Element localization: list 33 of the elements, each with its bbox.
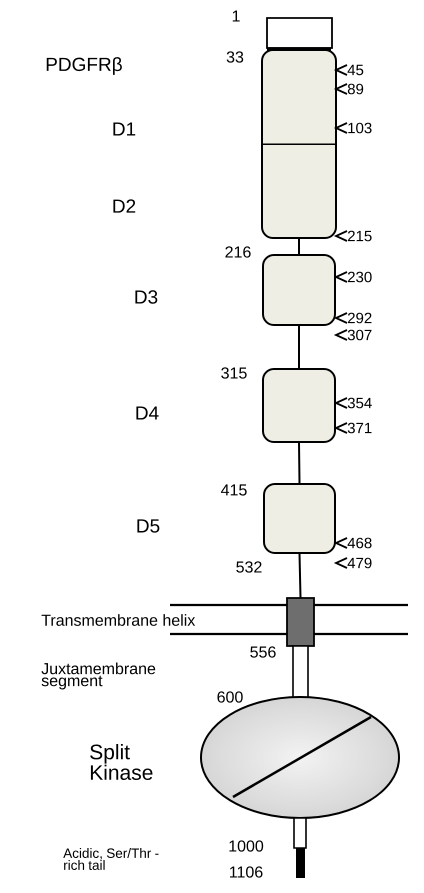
- region-label: Acidic, Ser/Thr -rich tail: [63, 848, 158, 870]
- residue-number: 600: [217, 691, 243, 703]
- residue-number: 415: [221, 484, 247, 496]
- residue-number: 315: [221, 367, 247, 379]
- residue-number: 33: [226, 51, 244, 63]
- domain-label: D5: [137, 519, 160, 533]
- domain-label: D4: [136, 406, 159, 420]
- linker-line: [298, 553, 302, 598]
- residue-number: 532: [236, 561, 262, 573]
- region-label: Juxtamembrane segment: [41, 662, 156, 690]
- residue-number: 1000: [229, 840, 264, 852]
- domain-label: D1: [113, 122, 136, 136]
- domain-box: [261, 47, 337, 146]
- linker-line: [298, 442, 300, 484]
- domain-box: [262, 254, 336, 326]
- domain-label: D3: [135, 290, 158, 304]
- residue-number: 1: [232, 10, 240, 22]
- signal-peptide-box: [266, 17, 333, 49]
- juxtamembrane-bar: [292, 645, 309, 699]
- domain-box: [262, 368, 336, 443]
- region-label: Transmembrane helix: [42, 614, 196, 626]
- domain-box: [261, 144, 337, 239]
- linker-line: [298, 238, 300, 255]
- residue-number: 556: [250, 646, 276, 658]
- region-label: Split Kinase: [90, 744, 152, 780]
- residue-number: 1106: [230, 866, 262, 878]
- domain-label: PDGFRβ: [46, 57, 122, 75]
- linker-line: [298, 325, 300, 369]
- tail-bar: [293, 817, 307, 878]
- transmembrane-box: [286, 597, 315, 647]
- domain-label: D2: [113, 199, 136, 213]
- domain-box: [263, 483, 336, 554]
- residue-number: 216: [225, 246, 251, 258]
